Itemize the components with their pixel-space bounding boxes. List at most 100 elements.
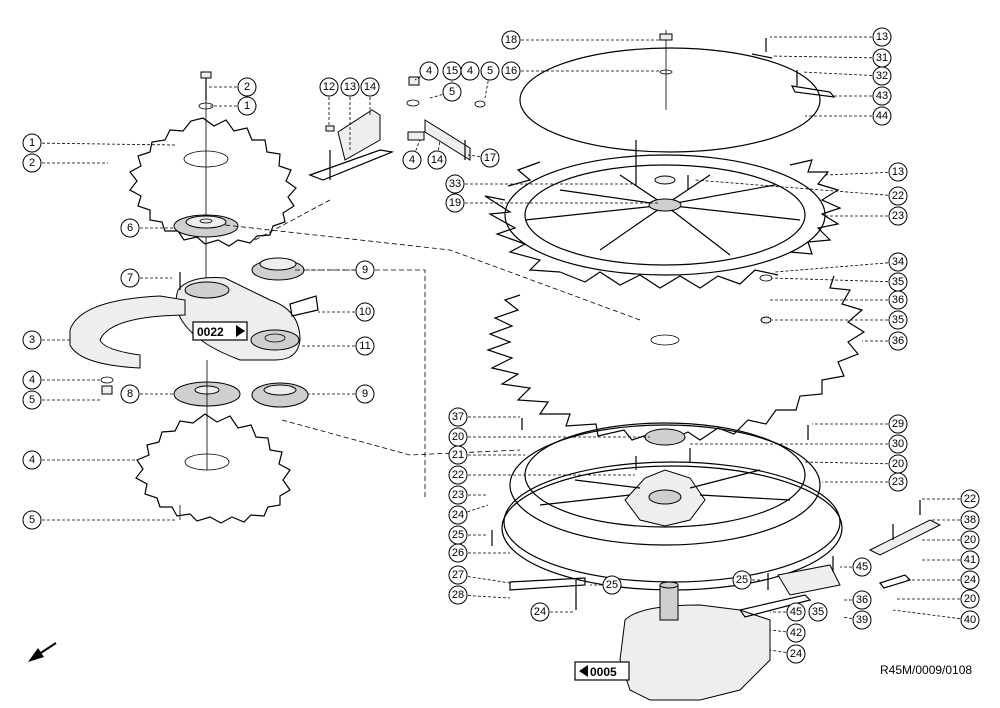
callout-1[interactable]: 1 <box>210 96 257 116</box>
callout-13[interactable]: 13 <box>770 27 892 47</box>
callout-35[interactable]: 35 <box>808 602 828 622</box>
callout-18[interactable]: 18 <box>501 30 660 50</box>
callout-5[interactable]: 5 <box>22 510 175 530</box>
link-box-left[interactable]: 0022 <box>192 321 248 341</box>
callout-35[interactable]: 35 <box>772 310 908 330</box>
callout-9[interactable]: 9 <box>308 384 375 404</box>
callout-19[interactable]: 19 <box>445 193 660 213</box>
callout-23[interactable]: 23 <box>448 485 488 505</box>
callout-38[interactable]: 38 <box>930 510 980 530</box>
callout-36[interactable]: 36 <box>842 590 872 610</box>
callout-number: 27 <box>452 569 464 581</box>
callout-30[interactable]: 30 <box>688 434 908 454</box>
callout-11[interactable]: 11 <box>300 336 375 356</box>
callout-7[interactable]: 7 <box>120 268 172 288</box>
callout-bubble <box>22 390 42 410</box>
callout-17[interactable]: 17 <box>467 148 500 168</box>
callout-23[interactable]: 23 <box>826 206 908 226</box>
callout-14[interactable]: 14 <box>427 139 447 170</box>
callout-20[interactable]: 20 <box>448 427 650 447</box>
callout-bubble <box>888 434 908 454</box>
callout-22[interactable]: 22 <box>694 179 908 206</box>
callout-5[interactable]: 5 <box>22 390 100 410</box>
callout-34[interactable]: 34 <box>774 252 908 273</box>
callout-24[interactable]: 24 <box>905 570 980 590</box>
callout-42[interactable]: 42 <box>769 623 806 643</box>
callout-39[interactable]: 39 <box>841 610 872 630</box>
callout-6[interactable]: 6 <box>120 218 175 238</box>
callout-14[interactable]: 14 <box>360 77 380 115</box>
callout-24[interactable]: 24 <box>769 644 806 664</box>
callout-number: 10 <box>359 306 371 318</box>
callout-4[interactable]: 4 <box>22 450 136 470</box>
callout-20[interactable]: 20 <box>895 589 980 609</box>
callout-bubble <box>319 77 339 97</box>
callout-25[interactable]: 25 <box>732 570 765 590</box>
callout-20[interactable]: 20 <box>920 530 980 550</box>
callout-5[interactable]: 5 <box>429 82 462 102</box>
callout-43[interactable]: 43 <box>834 86 892 106</box>
callout-number: 24 <box>964 574 976 586</box>
callout-bubble <box>960 530 980 550</box>
callout-number: 28 <box>452 589 464 601</box>
callout-31[interactable]: 31 <box>771 48 892 68</box>
callout-40[interactable]: 40 <box>892 609 980 630</box>
callout-bubble <box>786 623 806 643</box>
callout-44[interactable]: 44 <box>805 106 892 126</box>
callout-36[interactable]: 36 <box>862 331 908 351</box>
lower-rim-assembly <box>501 422 843 591</box>
callout-bubble <box>888 162 908 182</box>
callout-4[interactable]: 4 <box>414 61 439 81</box>
callout-leader <box>771 55 883 59</box>
callout-leader <box>801 71 883 77</box>
callout-13[interactable]: 13 <box>340 77 360 150</box>
callout-36[interactable]: 36 <box>770 290 908 310</box>
callout-28[interactable]: 28 <box>448 585 511 605</box>
callout-32[interactable]: 32 <box>801 66 892 86</box>
callout-3[interactable]: 3 <box>22 330 70 350</box>
callout-bubble <box>448 407 468 427</box>
callout-1[interactable]: 1 <box>22 133 176 153</box>
callout-20[interactable]: 20 <box>804 454 908 474</box>
callout-number: 20 <box>964 593 976 605</box>
callout-24[interactable]: 24 <box>530 602 575 622</box>
callout-23[interactable]: 23 <box>822 472 908 492</box>
callout-16[interactable]: 16 <box>501 61 660 81</box>
callout-24[interactable]: 24 <box>448 504 489 525</box>
callout-27[interactable]: 27 <box>448 565 511 585</box>
callout-4[interactable]: 4 <box>22 370 100 390</box>
callout-45[interactable]: 45 <box>770 602 806 622</box>
callout-bubble <box>852 557 872 577</box>
callout-25[interactable]: 25 <box>590 575 622 595</box>
link-box-bottom[interactable]: 0005 <box>574 661 630 681</box>
callout-41[interactable]: 41 <box>920 550 980 570</box>
callout-13[interactable]: 13 <box>824 162 908 182</box>
callout-22[interactable]: 22 <box>920 489 980 509</box>
callout-12[interactable]: 12 <box>319 77 339 125</box>
callout-bubble <box>480 61 500 81</box>
callout-number: 4 <box>29 374 35 386</box>
callout-15[interactable]: 15 <box>442 61 462 82</box>
callout-35[interactable]: 35 <box>771 272 908 292</box>
callout-10[interactable]: 10 <box>318 302 375 322</box>
callout-5[interactable]: 5 <box>480 61 500 99</box>
callout-21[interactable]: 21 <box>448 445 525 465</box>
callout-bubble <box>355 336 375 356</box>
callout-26[interactable]: 26 <box>448 543 510 563</box>
callout-4[interactable]: 4 <box>402 139 422 170</box>
callout-number: 13 <box>892 166 904 178</box>
callout-37[interactable]: 37 <box>448 407 520 427</box>
callout-22[interactable]: 22 <box>448 465 635 485</box>
callout-4[interactable]: 4 <box>460 61 480 81</box>
callout-45[interactable]: 45 <box>840 557 872 577</box>
callout-bubble <box>355 384 375 404</box>
callout-29[interactable]: 29 <box>812 414 908 434</box>
callout-2[interactable]: 2 <box>22 153 108 173</box>
callout-9[interactable]: 9 <box>305 260 375 280</box>
callout-2[interactable]: 2 <box>208 77 257 97</box>
callout-25[interactable]: 25 <box>448 525 488 545</box>
callout-bubble <box>888 206 908 226</box>
callout-number: 9 <box>362 264 368 276</box>
callout-33[interactable]: 33 <box>445 174 632 194</box>
callout-8[interactable]: 8 <box>120 384 175 404</box>
